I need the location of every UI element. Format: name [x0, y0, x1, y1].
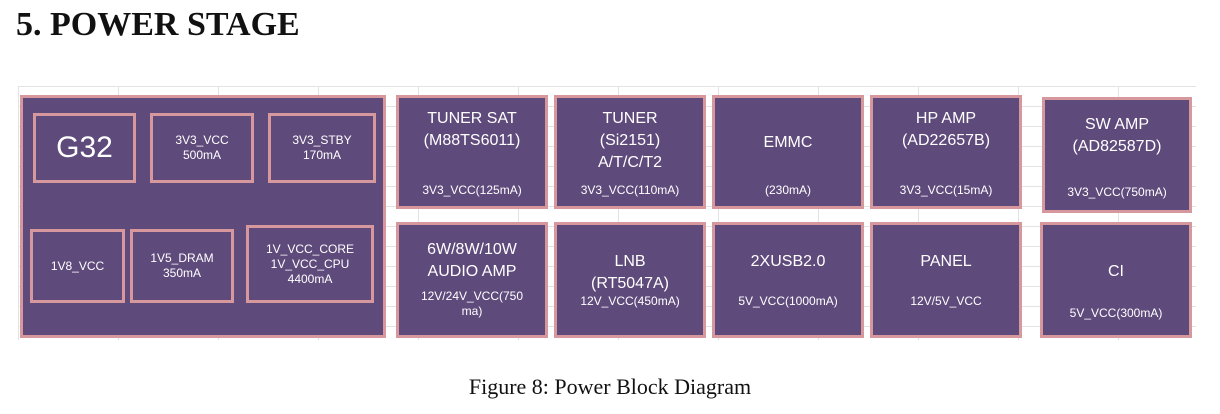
audio-amp-supply: 12V/24V_VCC(750 ma)	[399, 289, 545, 319]
rail-1v-core-name: 1V_VCC_CORE	[265, 241, 355, 256]
panel-supply: 12V/5V_VCC	[910, 294, 982, 308]
usb-supply: 5V_VCC(1000mA)	[738, 294, 838, 308]
rail-1v5-dram: 1V5_DRAM 350mA	[130, 229, 234, 303]
rail-3v3-vcc-current: 500mA	[182, 148, 222, 162]
emmc-supply: (230mA)	[764, 183, 811, 197]
rail-3v3-vcc-name: 3V3_VCC	[175, 133, 229, 147]
rail-1v8-vcc-name: 1V8_VCC	[50, 258, 105, 273]
hp-amp-part: (AD22657B)	[901, 132, 991, 149]
audio-amp-supply-line1: 12V/24V_VCC(750	[420, 289, 524, 303]
audio-amp-supply-line2: ma)	[461, 304, 483, 318]
sw-amp-title: SW AMP	[1084, 116, 1149, 133]
tuner-standards: A/T/C/T2	[597, 154, 662, 171]
hp-amp-title: HP AMP	[915, 110, 977, 127]
rail-3v3-stby-name: 3V3_STBY	[292, 133, 352, 147]
tuner-supply: 3V3_VCC(110mA)	[580, 183, 680, 197]
usb-block: 2XUSB2.0 5V_VCC(1000mA)	[712, 222, 864, 338]
tuner-sat-title: TUNER SAT	[427, 110, 517, 127]
figure-caption: Figure 8: Power Block Diagram	[468, 374, 752, 399]
rail-3v3-stby: 3V3_STBY 170mA	[268, 113, 376, 183]
sw-amp-part: (AD82587D)	[1072, 138, 1162, 155]
rail-1v-core: 1V_VCC_CORE 1V_VCC_CPU 4400mA	[246, 225, 374, 303]
audio-amp-block: 6W/8W/10W AUDIO AMP 12V/24V_VCC(750 ma)	[396, 222, 548, 338]
usb-title: 2XUSB2.0	[750, 253, 826, 270]
ci-supply: 5V_VCC(300mA)	[1069, 306, 1163, 320]
emmc-block: EMMC (230mA)	[712, 95, 864, 209]
tuner-title: TUNER	[602, 110, 658, 127]
panel-title: PANEL	[920, 253, 972, 270]
sw-amp-block: SW AMP (AD82587D) 3V3_VCC(750mA)	[1042, 97, 1192, 213]
soc-block: G32 3V3_VCC 500mA 3V3_STBY 170mA 1V8_VCC…	[20, 95, 386, 338]
lnb-block: LNB (RT5047A) 12V_VCC(450mA)	[554, 222, 706, 338]
ci-block: CI 5V_VCC(300mA)	[1040, 222, 1192, 338]
hp-amp-supply: 3V3_VCC(15mA)	[899, 183, 993, 197]
soc-name-box: G32	[33, 113, 136, 183]
rail-1v5-dram-current: 350mA	[162, 266, 202, 280]
audio-amp-power: 6W/8W/10W	[427, 241, 517, 258]
tuner-part: (Si2151)	[599, 132, 661, 149]
rail-3v3-vcc: 3V3_VCC 500mA	[150, 113, 254, 183]
lnb-title: LNB	[614, 253, 646, 270]
lnb-part: (RT5047A)	[591, 275, 669, 292]
rail-1v-cpu-name: 1V_VCC_CPU	[270, 256, 350, 271]
ci-title: CI	[1108, 263, 1124, 280]
sw-amp-supply: 3V3_VCC(750mA)	[1067, 185, 1167, 199]
rail-1v-core-current: 4400mA	[287, 271, 333, 286]
lnb-supply: 12V_VCC(450mA)	[580, 294, 680, 308]
emmc-title: EMMC	[763, 134, 813, 151]
rail-3v3-stby-current: 170mA	[302, 148, 342, 162]
audio-amp-title: AUDIO AMP	[427, 263, 517, 280]
tuner-block: TUNER (Si2151) A/T/C/T2 3V3_VCC(110mA)	[554, 95, 706, 209]
section-heading: 5. POWER STAGE	[16, 6, 300, 43]
tuner-sat-part: (M88TS6011)	[423, 132, 521, 149]
panel-block: PANEL 12V/5V_VCC	[870, 222, 1022, 338]
soc-name: G32	[56, 131, 113, 164]
tuner-sat-supply: 3V3_VCC(125mA)	[422, 183, 522, 197]
hp-amp-block: HP AMP (AD22657B) 3V3_VCC(15mA)	[870, 95, 1022, 209]
rail-1v5-dram-name: 1V5_DRAM	[150, 251, 214, 265]
rail-1v8-vcc: 1V8_VCC	[30, 229, 125, 303]
tuner-sat-block: TUNER SAT (M88TS6011) 3V3_VCC(125mA)	[396, 95, 548, 209]
